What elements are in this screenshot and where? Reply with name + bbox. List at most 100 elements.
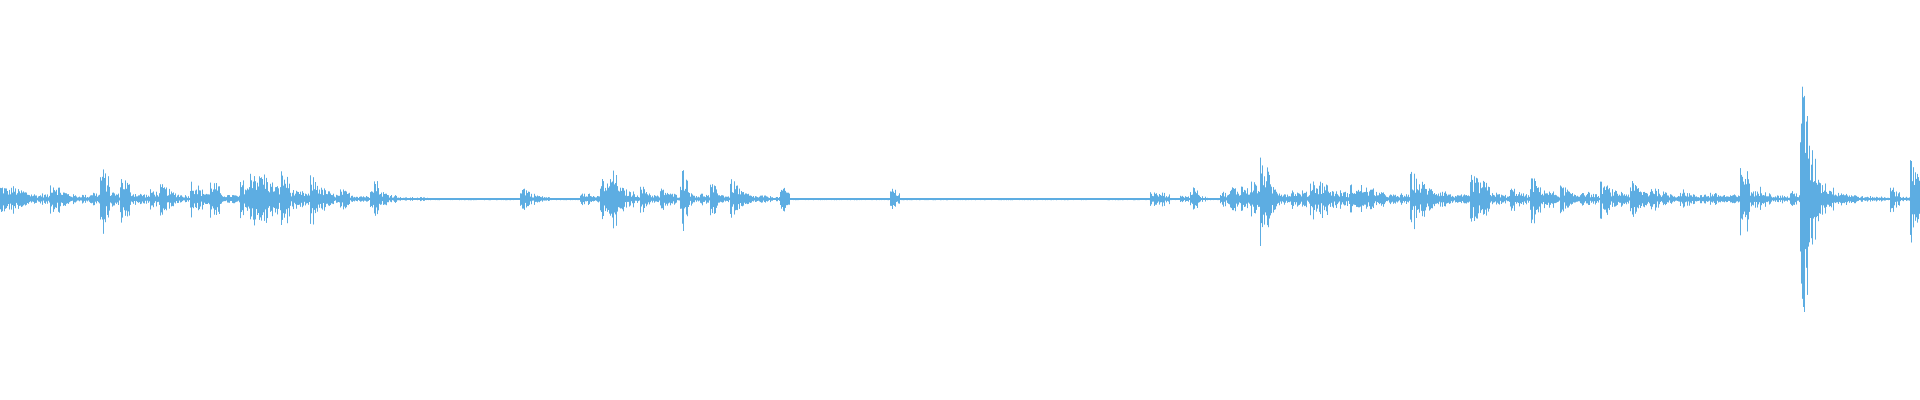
waveform-bar [1669,197,1670,201]
waveform-bar [1899,192,1900,206]
waveform-bar [1510,190,1511,207]
waveform-bar [177,195,178,203]
waveform-bar [1640,191,1641,208]
waveform-bar [1,188,2,212]
waveform-bar [358,198,359,200]
waveform-bar [219,186,220,214]
waveform-bar [301,194,302,203]
waveform-bar [949,198,950,200]
waveform-bar [1701,195,1702,204]
waveform-bar [745,193,746,204]
waveform-bar [139,195,140,203]
waveform-bar [1679,196,1680,202]
waveform-bar [1117,198,1118,201]
waveform-bar [51,192,52,207]
waveform-bar [395,195,396,203]
waveform-bar [997,198,998,200]
waveform-bar [1492,193,1493,205]
waveform-bar [849,198,850,200]
waveform-bar [1309,195,1310,204]
waveform-bar [172,193,173,206]
waveform-bar [1042,198,1043,201]
waveform-bar [592,197,593,201]
waveform-bar [952,198,953,200]
waveform-bar [156,191,157,207]
waveform-bar [706,194,707,204]
waveform-bar [912,198,913,201]
waveform-bar [1466,195,1467,204]
waveform-bar [1491,196,1492,202]
waveform-bar [1123,198,1124,201]
waveform-bar [741,191,742,206]
waveform-bar [851,198,852,200]
waveform-bar [282,175,283,220]
waveform-bar [498,198,499,200]
waveform-bar [1608,189,1609,209]
waveform-bar [1280,195,1281,202]
waveform-bar [1605,190,1606,210]
waveform-bar [1692,196,1693,201]
waveform-bar [84,197,85,201]
waveform-bar [765,195,766,203]
waveform-bar [547,197,548,201]
waveform-bar [1299,193,1300,205]
waveform-bar [259,176,260,220]
waveform-bar [362,197,363,201]
waveform-bar [224,196,225,202]
waveform-bar [898,195,899,204]
waveform-bar [789,193,790,205]
waveform-bar [508,198,509,200]
waveform-bar [1435,194,1436,204]
waveform-bar [1233,188,1234,211]
waveform-bar [696,196,697,202]
waveform-bar [208,194,209,203]
waveform-bar [897,196,898,202]
waveform-bar [396,195,397,202]
waveform-bar [1602,194,1603,204]
waveform-bar [969,198,970,200]
waveform-bar [270,183,271,212]
waveform-bar [1067,198,1068,201]
waveform-bar [719,195,720,203]
waveform-bar [1429,188,1430,211]
waveform-bar [530,196,531,202]
waveform-bar [501,198,502,201]
waveform-bar [823,198,824,200]
waveform-bar [1360,191,1361,207]
waveform-bar [1004,198,1005,201]
waveform-bar [1456,196,1457,202]
waveform-bar [687,180,688,217]
waveform-bar [679,197,680,201]
waveform-bar [13,186,14,214]
waveform-bar [1501,194,1502,204]
waveform-bar [1244,189,1245,207]
waveform-bar [707,195,708,203]
waveform-bar [123,189,124,208]
waveform-bar [1769,193,1770,205]
waveform-bar [324,188,325,211]
waveform-bar [846,198,847,200]
waveform-bar [619,191,620,208]
waveform-bar [1901,197,1902,200]
waveform-bar [733,192,734,205]
waveform-bar [855,198,856,200]
waveform-bar [1506,197,1507,201]
waveform-bar [853,198,854,200]
waveform-bar [402,198,403,201]
waveform-bar [581,194,582,204]
waveform-bar [1777,195,1778,202]
waveform-bar [626,189,627,208]
waveform-bar [1434,193,1435,207]
waveform-bar [1854,195,1855,204]
waveform-bar [1023,198,1024,200]
waveform-bar [252,188,253,209]
waveform-bar [971,198,972,201]
waveform-bar [45,194,46,204]
waveform-bar [1648,196,1649,202]
waveform-bar [1177,198,1178,200]
waveform-bar [1663,191,1664,206]
waveform-bar [393,197,394,201]
waveform-bar [835,198,836,200]
waveform-bar [1050,198,1051,201]
waveform-bar [623,188,624,212]
